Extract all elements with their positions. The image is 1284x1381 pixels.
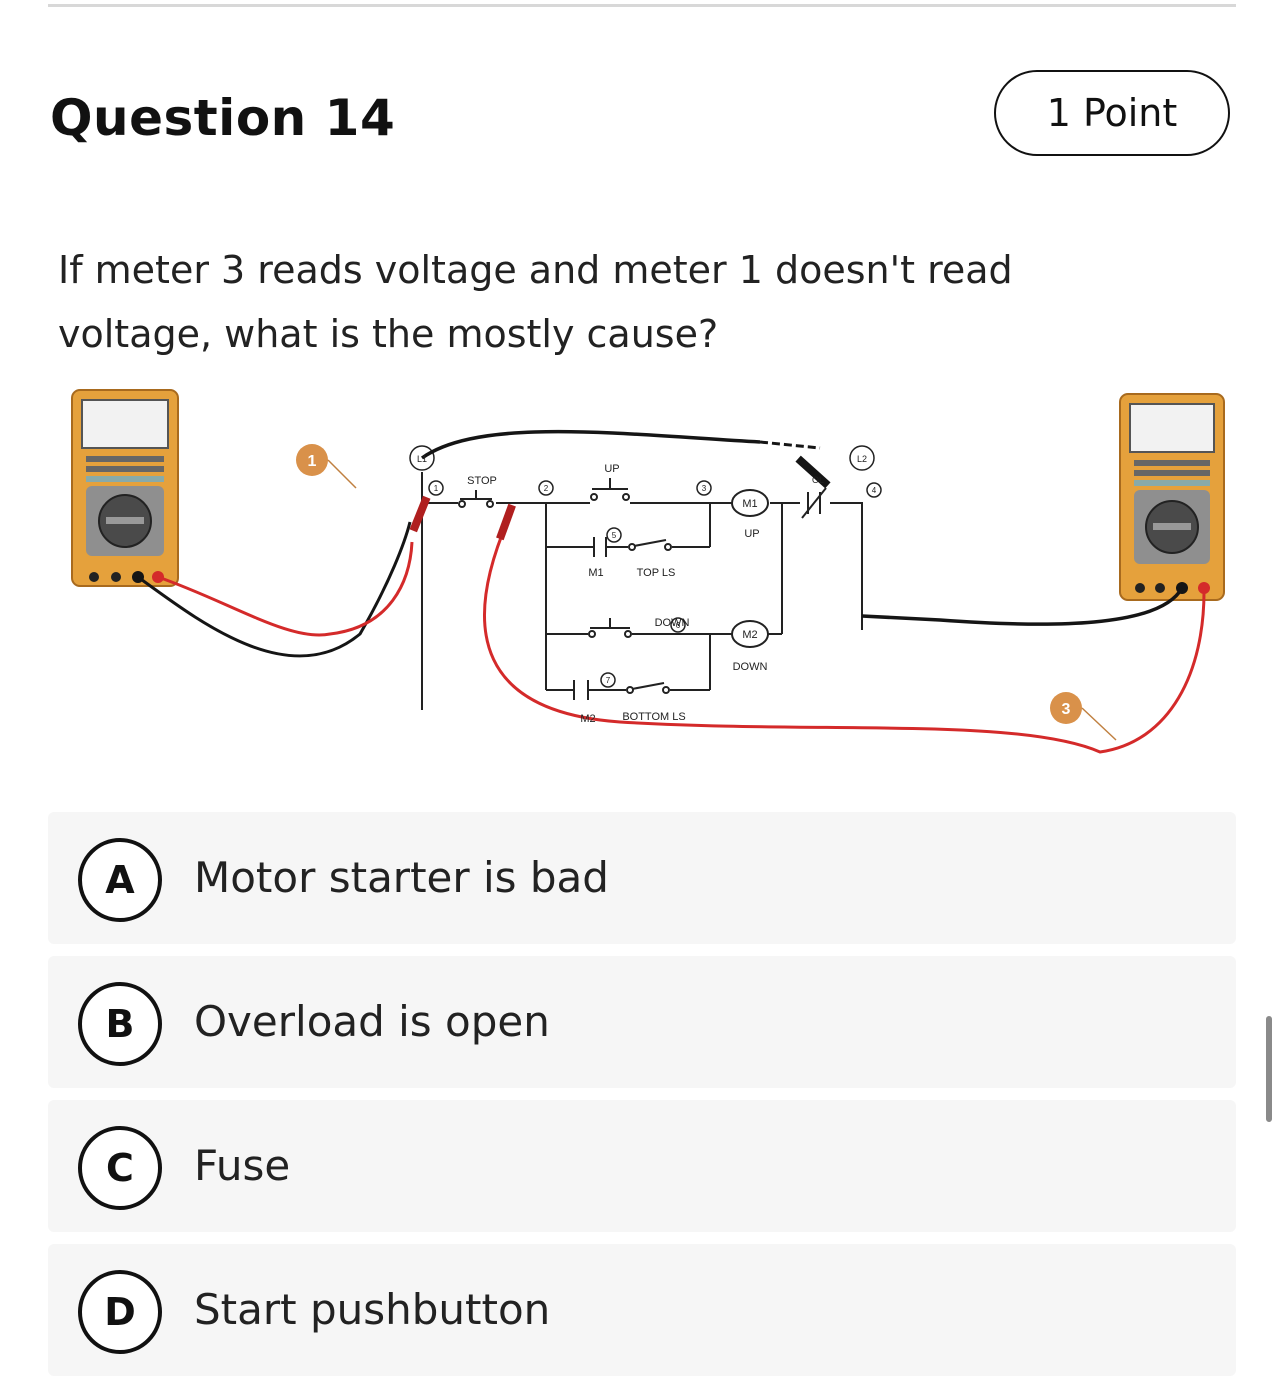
label-ol: OL xyxy=(812,475,824,485)
label-stop: STOP xyxy=(467,475,497,487)
label-m1-coil: M1 xyxy=(742,498,757,510)
wire-number-1: 1 xyxy=(434,484,439,493)
label-up: UP xyxy=(604,463,619,475)
option-a-text: Motor starter is bad xyxy=(194,853,609,902)
wire-number-3: 3 xyxy=(702,484,707,493)
wire-number-5: 5 xyxy=(612,531,617,540)
circuit-diagram: L1 L2 STOP UP DOWN M1 TOP LS M2 BOTTOM L… xyxy=(60,372,1230,772)
meter1-marker-label: 1 xyxy=(308,453,317,470)
label-down: DOWN xyxy=(655,617,690,629)
option-c-letter: C xyxy=(78,1126,162,1210)
wire-number-2: 2 xyxy=(544,484,549,493)
meter3-marker xyxy=(1050,692,1082,724)
option-b-letter: B xyxy=(78,982,162,1066)
label-m1-contact: M1 xyxy=(588,567,603,579)
scrollbar[interactable] xyxy=(1266,1016,1272,1122)
option-c[interactable]: C Fuse xyxy=(48,1100,1236,1232)
label-l2: L2 xyxy=(857,454,867,464)
option-a-letter: A xyxy=(78,838,162,922)
multimeter-left-icon xyxy=(71,389,179,587)
label-m2-contact: M2 xyxy=(580,713,595,725)
option-d-letter: D xyxy=(78,1270,162,1354)
option-b-text: Overload is open xyxy=(194,997,550,1046)
option-a[interactable]: A Motor starter is bad xyxy=(48,812,1236,944)
wire-number-6: 6 xyxy=(676,621,681,630)
label-bottom-ls: BOTTOM LS xyxy=(622,711,685,723)
meter1-marker xyxy=(296,444,328,476)
wire-number-7: 7 xyxy=(606,676,611,685)
multimeter-right-icon xyxy=(1119,393,1225,601)
meter3-marker-label: 3 xyxy=(1062,701,1071,718)
option-d[interactable]: D Start pushbutton xyxy=(48,1244,1236,1376)
label-m2-coil-down: DOWN xyxy=(733,661,768,673)
points-badge: 1 Point xyxy=(994,70,1230,156)
option-c-text: Fuse xyxy=(194,1141,291,1190)
option-d-text: Start pushbutton xyxy=(194,1285,551,1334)
question-title: Question 14 xyxy=(50,89,396,147)
label-top-ls: TOP LS xyxy=(637,567,676,579)
label-m1-coil-up: UP xyxy=(744,528,759,540)
label-m2-coil: M2 xyxy=(742,629,757,641)
label-l1: L1 xyxy=(417,454,427,464)
option-b[interactable]: B Overload is open xyxy=(48,956,1236,1088)
wire-number-4: 4 xyxy=(872,486,877,495)
top-divider xyxy=(48,4,1236,7)
question-prompt: If meter 3 reads voltage and meter 1 doe… xyxy=(58,248,1013,356)
